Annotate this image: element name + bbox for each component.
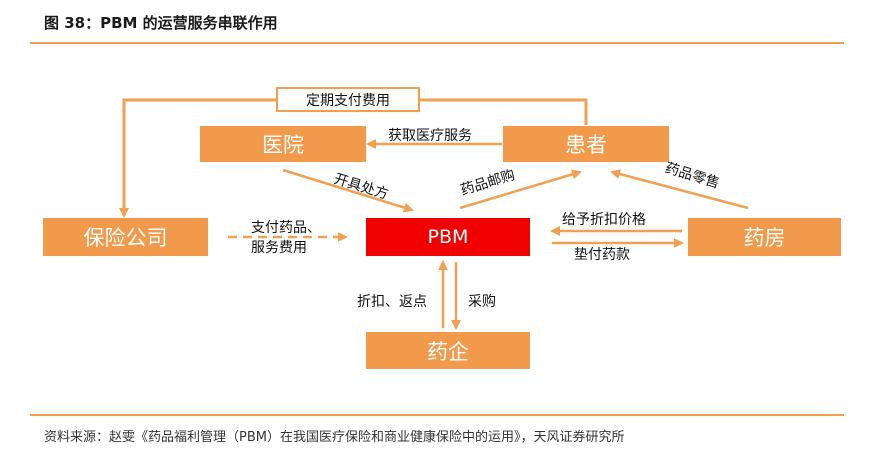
node-pharmacy: 药房 [688,218,841,256]
label-pay-drug-line2: 服务费用 [251,240,307,256]
label-pay-drug-line1: 支付药品、 [251,220,321,236]
node-patient: 患者 [503,126,669,162]
node-insurer: 保险公司 [43,218,208,256]
node-pbm: PBM [366,218,530,256]
bottom-rule [30,414,844,416]
arrow-drug-retail [610,169,749,210]
label-advance-payment: 垫付药款 [574,247,630,263]
top-rule [30,42,844,44]
label-purchase: 采购 [468,294,496,310]
label-rebate: 折扣、返点 [357,294,427,310]
label-get-medical-service: 获取医疗服务 [388,128,472,144]
source-note: 资料来源：赵雯《药品福利管理（PBM）在我国医疗保险和商业健康保险中的运用》，天… [44,430,625,445]
arrow-prescribe [282,168,414,213]
label-discount-price: 给予折扣价格 [562,212,646,228]
node-hospital: 医院 [200,126,366,162]
arrow-drug-mail [459,169,582,210]
node-pharma: 药企 [366,332,530,369]
figure-title: 图 38：PBM 的运营服务串联作用 [44,14,278,32]
label-regular-payment: 定期支付费用 [276,87,420,112]
